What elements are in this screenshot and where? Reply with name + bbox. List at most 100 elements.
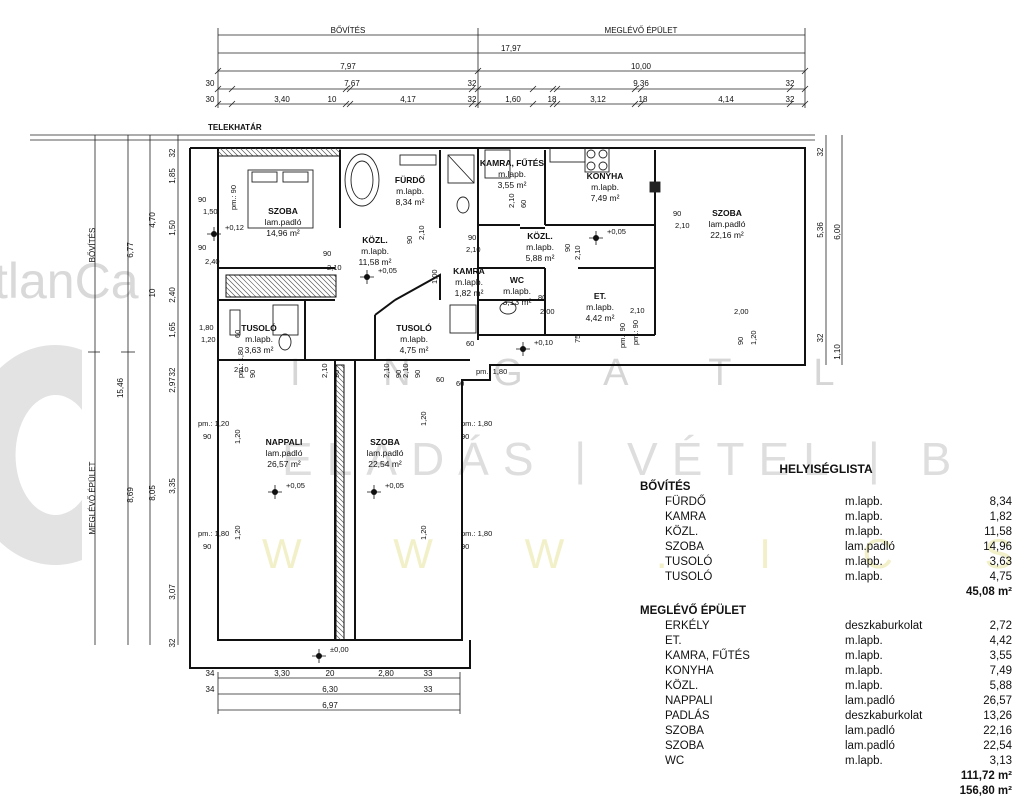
opening-label: 90 <box>198 243 206 252</box>
opening-label: 2,00 <box>734 307 749 316</box>
dim-label: 5,36 <box>816 222 825 238</box>
dim-section-label: MEGLÉVŐ ÉPÜLET <box>88 461 97 534</box>
dim-label: 8,05 <box>148 485 157 501</box>
opening-label: 1,20 <box>233 525 242 540</box>
dim-label: 32 <box>168 148 177 157</box>
room-list-floor: m.lapb. <box>845 526 883 538</box>
room-list-area: 22,16 <box>983 725 1012 737</box>
opening-label: 2,10 <box>573 245 582 260</box>
opening-label: 90 <box>736 337 745 345</box>
toilet <box>456 196 470 214</box>
room-list-area: 26,57 <box>983 695 1012 707</box>
opening-label: 2,10 <box>675 221 690 230</box>
room-name: WC <box>510 275 524 285</box>
dim-total: 15,46 <box>116 377 125 398</box>
room-list-floor: deszkaburkolat <box>845 710 923 722</box>
dim-label: 3,07 <box>168 584 177 600</box>
level-value: +0,05 <box>286 481 305 490</box>
opening-label: 90 <box>673 209 681 218</box>
opening-label: 60 <box>436 375 444 384</box>
opening-label: 60 <box>519 200 528 208</box>
dim-label: 10 <box>148 288 157 297</box>
level-value: ±0,00 <box>330 645 349 654</box>
opening-label: 2,10 <box>630 306 645 315</box>
shower <box>484 149 511 179</box>
room-list-floor: m.lapb. <box>845 755 883 767</box>
opening-label: pm.: 1,80 <box>198 529 229 538</box>
room-name: ET. <box>594 291 606 301</box>
room-name: KAMRA, FŰTÉS <box>480 157 545 168</box>
opening-label: 2,10 <box>234 365 249 374</box>
room-area: 4,75 m² <box>400 345 429 355</box>
watermark: tlanCa I N G A T L ELADÁS | VÉTEL | B W … <box>0 253 1024 577</box>
dim-section-label: MEGLÉVŐ ÉPÜLET <box>605 26 678 35</box>
level-value: +0,10 <box>534 338 553 347</box>
dim-label: 3,35 <box>168 478 177 494</box>
boundary-label: TELEKHATÁR <box>208 123 262 132</box>
bed-pillow <box>251 171 278 183</box>
room-list-row: KÖZL.m.lapb.11,58 <box>640 525 1012 540</box>
room-list-area: 3,55 <box>989 650 1012 662</box>
level-cross-icon <box>312 649 326 663</box>
room-name: SZOBA <box>370 437 400 447</box>
room-list-name: TUSOLÓ <box>665 571 713 583</box>
opening-label: 1,20 <box>419 411 428 426</box>
room-list-name: PADLÁS <box>665 710 710 722</box>
room-group-title: BŐVÍTÉS <box>640 481 691 493</box>
opening-label: 90 <box>203 432 211 441</box>
opening-label: 2,40 <box>205 257 220 266</box>
room-name: KÖZL. <box>362 235 388 245</box>
room-floor: m.lapb. <box>503 286 531 296</box>
room-list-area: 22,54 <box>983 740 1012 752</box>
room-area: 3,55 m² <box>498 180 527 190</box>
room-area: 5,88 m² <box>526 253 555 263</box>
dim-label: 1,60 <box>505 95 521 104</box>
dim-label: 3,40 <box>274 95 290 104</box>
room-list-area: 2,72 <box>989 620 1012 632</box>
opening-label: 90 <box>248 370 257 378</box>
wall-hatching <box>217 147 345 641</box>
room-list-name: KÖZL. <box>665 526 699 538</box>
toilet <box>278 333 292 351</box>
opening-label: 2,00 <box>540 307 555 316</box>
dim-label: 7,97 <box>340 62 356 71</box>
opening-label: 2,10 <box>417 225 426 240</box>
dim-label: 32 <box>816 147 825 156</box>
room-list-area: 8,34 <box>989 496 1012 508</box>
dim-label: 6,00 <box>833 224 842 240</box>
level-value: +0,05 <box>607 227 626 236</box>
dim-label: 8,69 <box>126 487 135 503</box>
opening-label: pm.: 90 <box>618 323 627 348</box>
room-list-name: KAMRA <box>665 511 706 523</box>
room-list-floor: lam.padló <box>845 541 895 553</box>
opening-label: 80 <box>538 293 546 302</box>
room-list-floor: m.lapb. <box>845 635 883 647</box>
room-floor: m.lapb. <box>591 182 619 192</box>
dim-label: 9,36 <box>633 79 649 88</box>
room-floor: m.lapb. <box>396 186 424 196</box>
opening-label: 60 <box>233 330 242 338</box>
opening-label: 90 <box>413 370 422 378</box>
washbasin <box>229 309 241 336</box>
level-cross-icon <box>207 227 221 241</box>
opening-label: 2,10 <box>382 363 391 378</box>
shower <box>272 304 299 336</box>
room-floor: m.lapb. <box>455 277 483 287</box>
room-area: 4,42 m² <box>586 313 615 323</box>
room-list-name: FÜRDŐ <box>665 496 706 508</box>
room-name: SZOBA <box>268 206 298 216</box>
room-list-floor: m.lapb. <box>845 556 883 568</box>
dim-label: 4,70 <box>148 212 157 228</box>
dim-label: 10 <box>328 95 337 104</box>
room-list-floor: lam.padló <box>845 725 895 737</box>
dim-label: 18 <box>548 95 557 104</box>
level-value: +0,12 <box>225 223 244 232</box>
room-area: 3,13 m² <box>503 297 532 307</box>
room-name: KÖZL. <box>527 231 553 241</box>
opening-label: 60 <box>466 339 474 348</box>
room-list-floor: m.lapb. <box>845 496 883 508</box>
